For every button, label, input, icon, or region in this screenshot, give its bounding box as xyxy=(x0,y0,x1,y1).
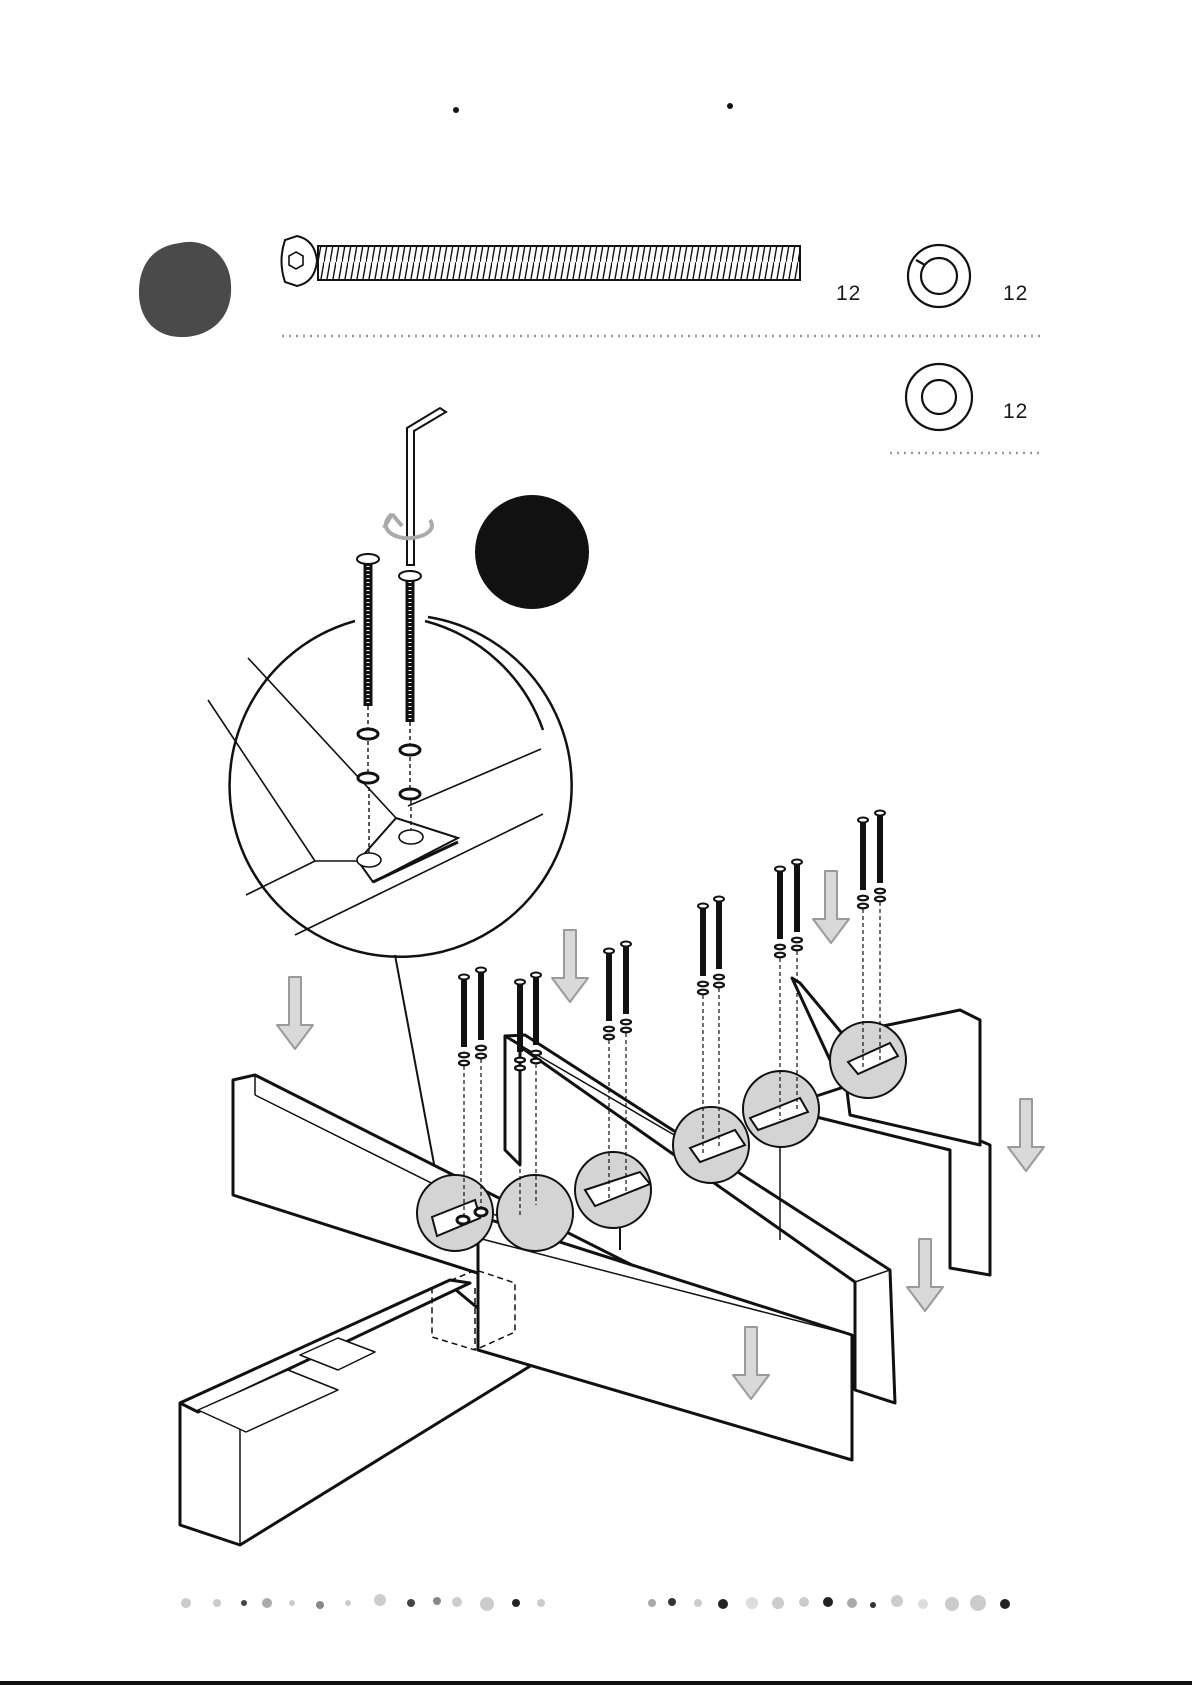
bolt-guide-lines xyxy=(464,902,880,1215)
step-badge xyxy=(139,242,231,337)
page-bottom-rule xyxy=(0,1681,1192,1685)
spring-washer-quantity: 12 xyxy=(1003,282,1028,305)
spring-washer-icon xyxy=(908,245,970,307)
header-dot xyxy=(727,103,733,109)
flat-washer-quantity: 12 xyxy=(1003,400,1028,423)
step-badge-black xyxy=(475,495,589,609)
hex-socket-bolt-icon xyxy=(282,236,801,286)
header-dot xyxy=(453,107,459,113)
detail-leader-line xyxy=(395,955,437,1180)
detail-magnifier xyxy=(208,554,572,957)
allen-key-icon xyxy=(407,408,446,565)
flat-washer-icon xyxy=(906,364,972,430)
footer-dots xyxy=(181,1594,1010,1611)
bolt-quantity: 12 xyxy=(836,282,861,305)
